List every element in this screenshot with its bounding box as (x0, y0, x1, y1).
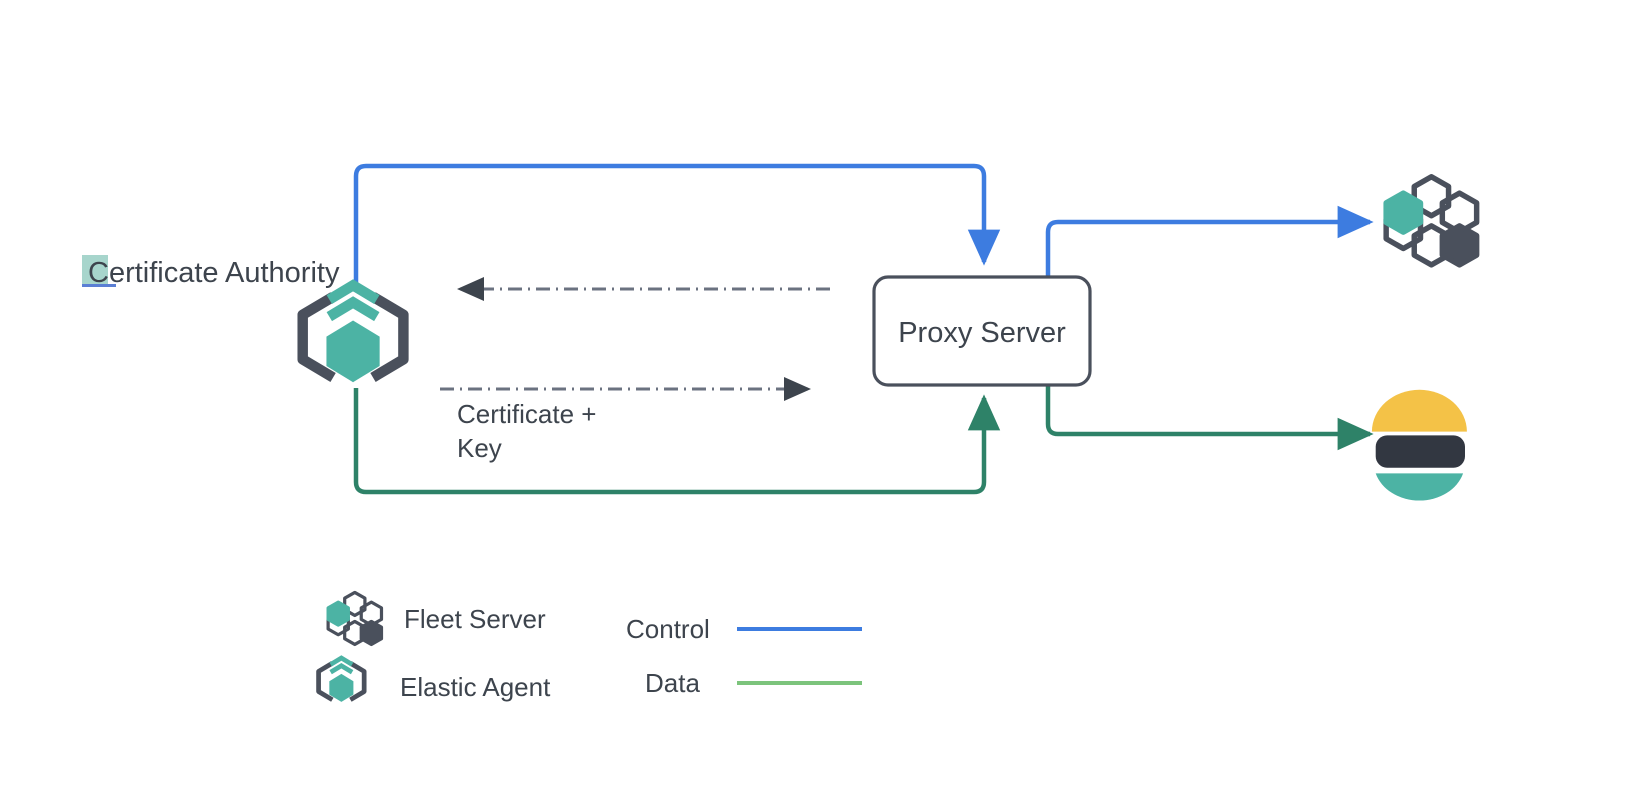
certificate-authority-icon (303, 285, 404, 382)
legend-elastic-agent-label: Elastic Agent (400, 672, 551, 702)
legend-fleet-server-icon (326, 590, 384, 647)
proxy-server-node[interactable]: Proxy Server (872, 275, 1092, 387)
legend-elastic-agent-icon (319, 658, 365, 702)
certificate-authority-highlight (82, 255, 108, 287)
legend-item-control: Control (626, 614, 862, 644)
elasticsearch-icon (1371, 389, 1467, 501)
edge-control-proxy-to-fleet (1045, 205, 1374, 276)
proxy-server-box[interactable] (872, 275, 1092, 387)
legend-data-label: Data (645, 668, 700, 698)
certificate-authority-label: Certificate Authority (88, 257, 340, 289)
certificate-authority-cursor-underline (82, 284, 116, 287)
fleet-server-icon (1386, 177, 1476, 265)
edge-label-certificate-key-line2: Key (457, 433, 502, 463)
legend-item-elastic-agent: Elastic Agent (319, 658, 551, 702)
edge-data-agent-to-proxy (353, 388, 1001, 495)
edge-label-certificate-key-line1: Certificate + (457, 399, 596, 429)
edge-data-proxy-to-elasticsearch (1045, 384, 1374, 451)
legend: Fleet Server Elastic Agent Control Data (319, 590, 862, 702)
proxy-server-label: Proxy Server (898, 317, 1066, 349)
legend-fleet-server-label: Fleet Server (404, 604, 546, 634)
legend-control-label: Control (626, 614, 710, 644)
edge-control-agent-to-proxy (353, 163, 1001, 292)
legend-item-fleet-server: Fleet Server (326, 590, 546, 647)
legend-item-data: Data (645, 668, 862, 698)
